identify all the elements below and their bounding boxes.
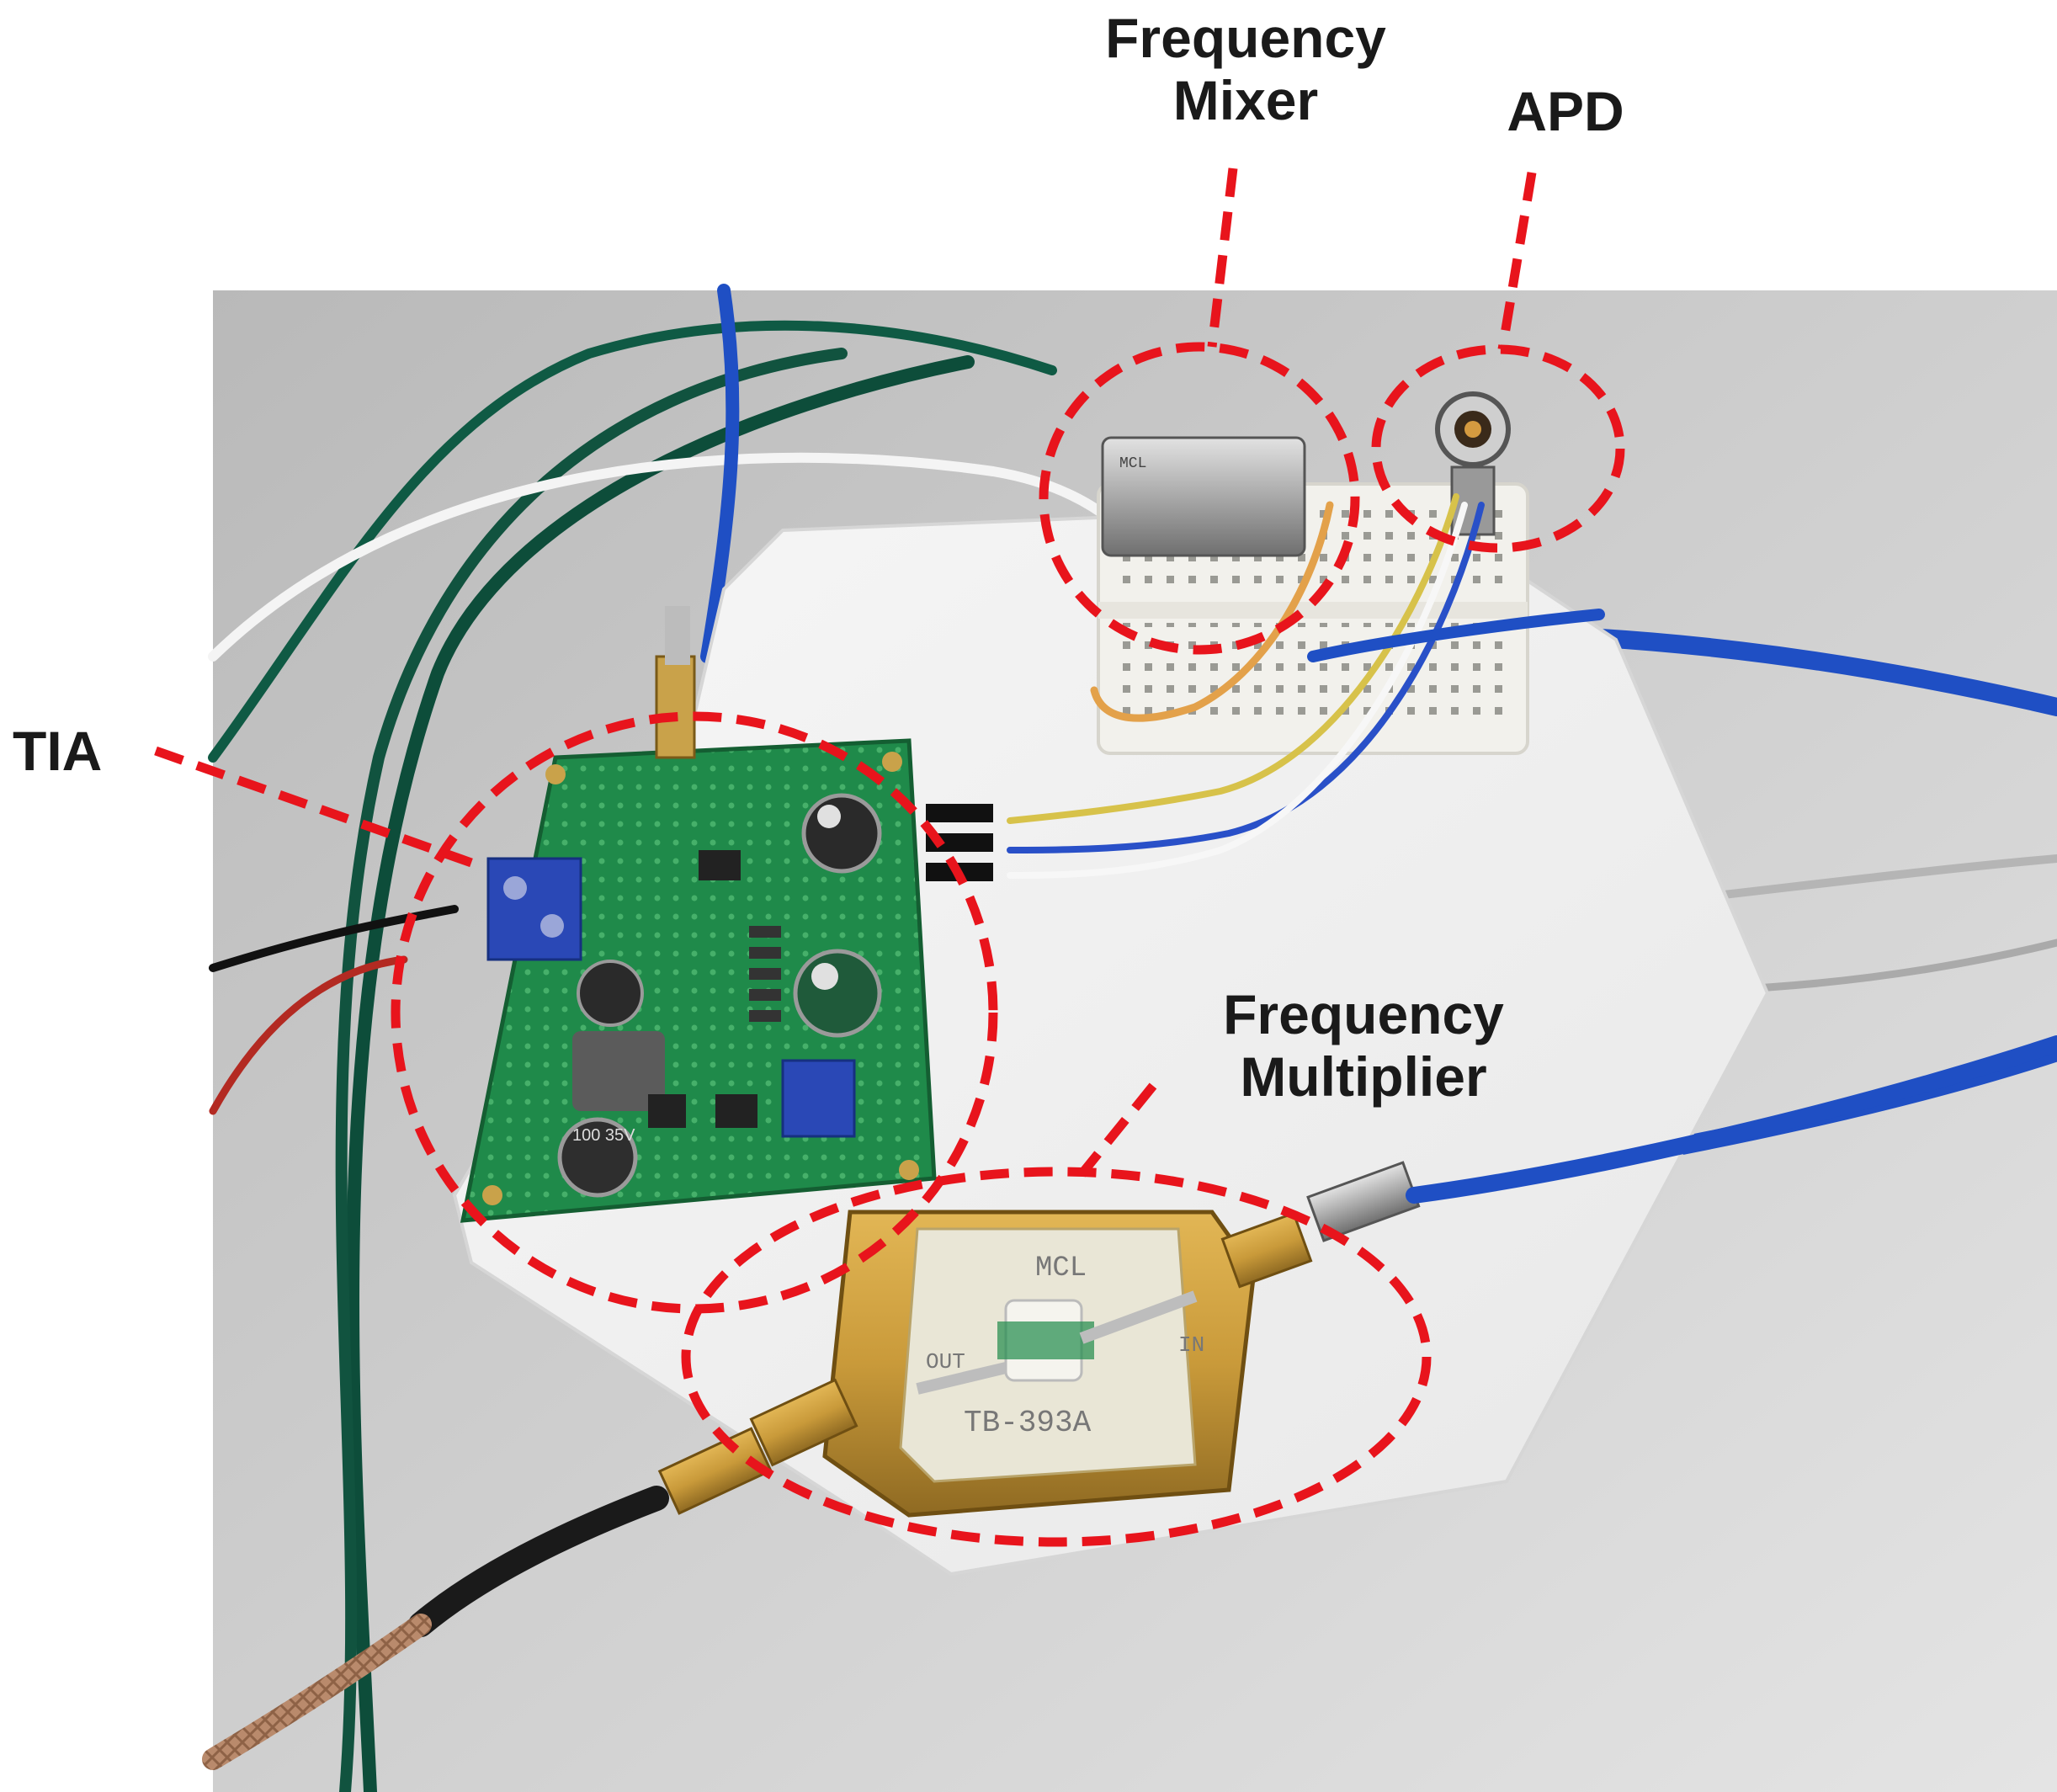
tia-label-text: TIA xyxy=(13,720,103,782)
frequency-multiplier-label: Frequency Multiplier xyxy=(1170,983,1557,1108)
frequency-mixer-label-line-2: Mixer xyxy=(1172,69,1319,131)
coax-cables xyxy=(202,1035,2057,1770)
jumper-wires xyxy=(1007,493,1605,879)
tia-highlight-ellipse xyxy=(391,711,998,1314)
svg-text:MCL: MCL xyxy=(1119,455,1146,472)
frequency-mixer-label-line-1: Frequency xyxy=(1105,7,1386,69)
apd-leader-line xyxy=(1497,172,1537,350)
svg-text:TB-393A: TB-393A xyxy=(964,1406,1092,1440)
svg-text:IN: IN xyxy=(1178,1332,1204,1358)
tia-label: TIA xyxy=(0,720,156,782)
mixer-highlight-ellipse xyxy=(1039,342,1360,655)
apd-label-text: APD xyxy=(1507,80,1624,142)
apd-label: APD xyxy=(1464,80,1666,142)
mixer-module: MCL xyxy=(1101,436,1306,557)
multiplier-fixture: MCL OUT IN TB-393A xyxy=(657,1161,1421,1518)
photo-area: MCL xyxy=(202,284,2057,1792)
svg-text:MCL: MCL xyxy=(1035,1252,1087,1284)
svg-text:OUT: OUT xyxy=(926,1349,965,1375)
frequency-multiplier-label-line-2: Multiplier xyxy=(1240,1045,1487,1108)
tia-pcb: 100 35V xyxy=(460,606,993,1223)
svg-text:100 35V: 100 35V xyxy=(572,1126,635,1145)
mixer-leader-line xyxy=(1207,168,1238,348)
tia-leader-line xyxy=(154,746,473,868)
multiplier-leader-line xyxy=(1077,1082,1157,1178)
annotations xyxy=(154,168,1625,1547)
frequency-multiplier-label-line-1: Frequency xyxy=(1223,983,1504,1045)
multiplier-highlight-ellipse xyxy=(681,1167,1432,1547)
apd-highlight-ellipse xyxy=(1371,344,1625,553)
frequency-mixer-label: Frequency Mixer xyxy=(1052,7,1439,131)
